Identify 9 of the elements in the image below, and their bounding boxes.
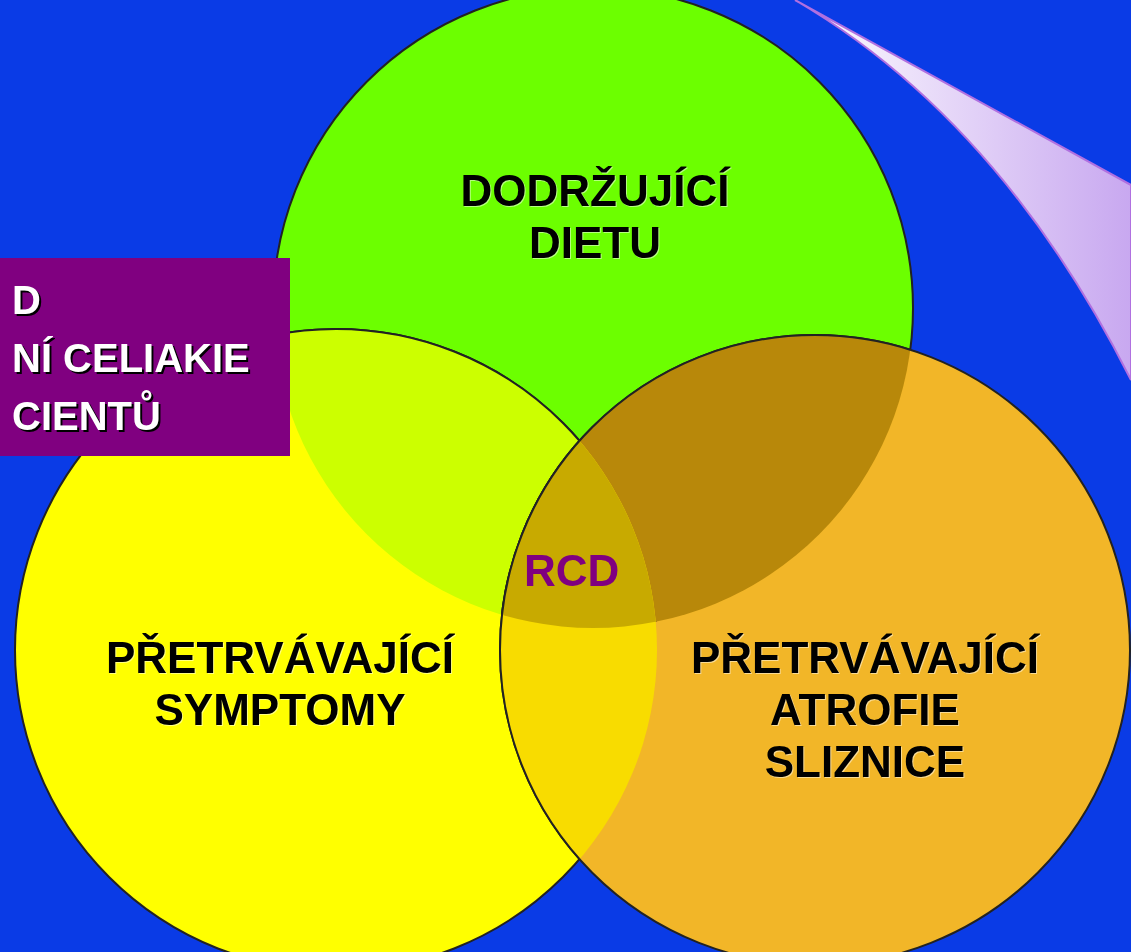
panel-text: D [12, 277, 41, 324]
circle-label: DODRŽUJÍCÍ DIETU [459, 165, 732, 269]
intersection-label: RCD [524, 546, 620, 596]
panel-text: NÍ CELIAKIE [12, 335, 250, 382]
circle-label: PŘETRVÁVAJÍCÍ SYMPTOMY [105, 632, 456, 736]
panel-text: CIENTŮ [12, 392, 161, 440]
title-panel [0, 258, 290, 456]
circle-label: PŘETRVÁVAJÍCÍ ATROFIE SLIZNICE [690, 632, 1041, 788]
callout-wedge [794, 0, 1131, 381]
